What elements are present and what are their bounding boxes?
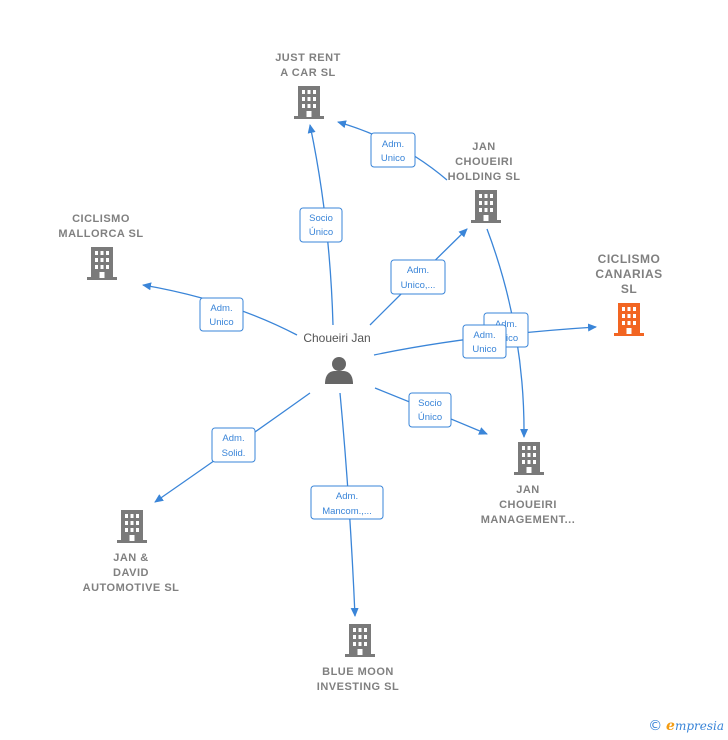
building-icon xyxy=(87,247,117,280)
edge-label-text: Unico xyxy=(209,317,233,328)
edge-label-text: Adm. xyxy=(222,433,244,444)
edge-label-text: Mancom.,... xyxy=(322,506,372,517)
edge-label-holding-to-just-rent[interactable]: Adm. Unico xyxy=(370,132,416,168)
edge-label-text: Adm. xyxy=(495,319,517,330)
edge-label-text: Adm. xyxy=(336,491,358,502)
company-name-line: INVESTING SL xyxy=(317,681,399,693)
edge-label-to-just-rent[interactable]: Socio Único xyxy=(299,207,343,243)
edge-label-text: Único xyxy=(309,227,333,238)
edge-label-to-canarias[interactable]: Adm. Unico xyxy=(462,324,507,359)
edge-label-text: Adm. xyxy=(473,330,495,341)
company-name-line: JAN & xyxy=(113,552,149,564)
company-name-line: MALLORCA SL xyxy=(58,228,143,240)
company-name-line: BLUE MOON xyxy=(322,666,394,678)
edge-label-to-management[interactable]: Socio Único xyxy=(408,392,452,428)
company-name-line: DAVID xyxy=(113,567,149,579)
edge-label-text: Adm. xyxy=(407,265,429,276)
building-icon xyxy=(345,624,375,657)
person-name: Choueiri Jan xyxy=(303,331,370,345)
building-icon xyxy=(514,442,544,475)
company-name-line: JAN xyxy=(472,141,496,153)
node-ciclismo-mallorca[interactable]: CICLISMO MALLORCA SL xyxy=(58,213,143,280)
building-icon xyxy=(471,190,501,223)
person-icon xyxy=(325,357,353,384)
edge-label-text: Adm. xyxy=(210,303,232,314)
brand-footer[interactable]: © empresia xyxy=(648,718,724,734)
building-icon xyxy=(614,303,644,336)
edge-label-text: Solid. xyxy=(222,448,246,459)
company-name-line: JAN xyxy=(516,484,540,496)
company-name-line: SL xyxy=(621,282,637,296)
company-name-line: JUST RENT xyxy=(275,52,341,64)
node-jan-management[interactable]: JAN CHOUEIRI MANAGEMENT... xyxy=(481,442,576,526)
company-name-line: CHOUEIRI xyxy=(499,499,557,511)
building-icon xyxy=(117,510,147,543)
edge-label-to-holding[interactable]: Adm. Unico,... xyxy=(390,259,446,295)
company-name-line: CANARIAS xyxy=(595,267,662,281)
node-blue-moon[interactable]: BLUE MOON INVESTING SL xyxy=(317,624,399,693)
node-jan-holding[interactable]: JAN CHOUEIRI HOLDING SL xyxy=(448,141,521,223)
edge-label-to-mallorca[interactable]: Adm. Unico xyxy=(199,297,244,332)
company-name-line: HOLDING SL xyxy=(448,171,521,183)
company-name-line: CICLISMO xyxy=(72,213,130,225)
company-name-line: A CAR SL xyxy=(280,67,336,79)
person-node[interactable]: Choueiri Jan xyxy=(303,331,371,384)
edge-label-text: Unico,... xyxy=(401,280,436,291)
company-name-line: AUTOMOTIVE SL xyxy=(83,582,180,594)
node-just-rent[interactable]: JUST RENT A CAR SL xyxy=(275,52,341,119)
edge-label-text: Adm. xyxy=(382,139,404,150)
edge-label-to-jan-david[interactable]: Adm. Solid. xyxy=(211,427,256,463)
brand-initial: e xyxy=(666,718,675,734)
company-name-line: CHOUEIRI xyxy=(455,156,513,168)
building-icon xyxy=(294,86,324,119)
node-ciclismo-canarias[interactable]: CICLISMO CANARIAS SL xyxy=(595,252,662,336)
company-name-line: MANAGEMENT... xyxy=(481,514,576,526)
brand-name: mpresia xyxy=(674,719,724,733)
edge-label-text: Único xyxy=(418,412,442,423)
edge-label-text: Unico xyxy=(472,344,496,355)
company-name-line: CICLISMO xyxy=(598,252,661,266)
edge-label-text: Socio xyxy=(309,213,333,224)
edge-label-to-blue-moon[interactable]: Adm. Mancom.,... xyxy=(310,485,384,520)
node-jan-david[interactable]: JAN & DAVID AUTOMOTIVE SL xyxy=(83,510,180,594)
copyright-icon: © xyxy=(648,718,663,734)
edge-label-text: Socio xyxy=(418,398,442,409)
edge-label-text: Unico xyxy=(381,153,405,164)
